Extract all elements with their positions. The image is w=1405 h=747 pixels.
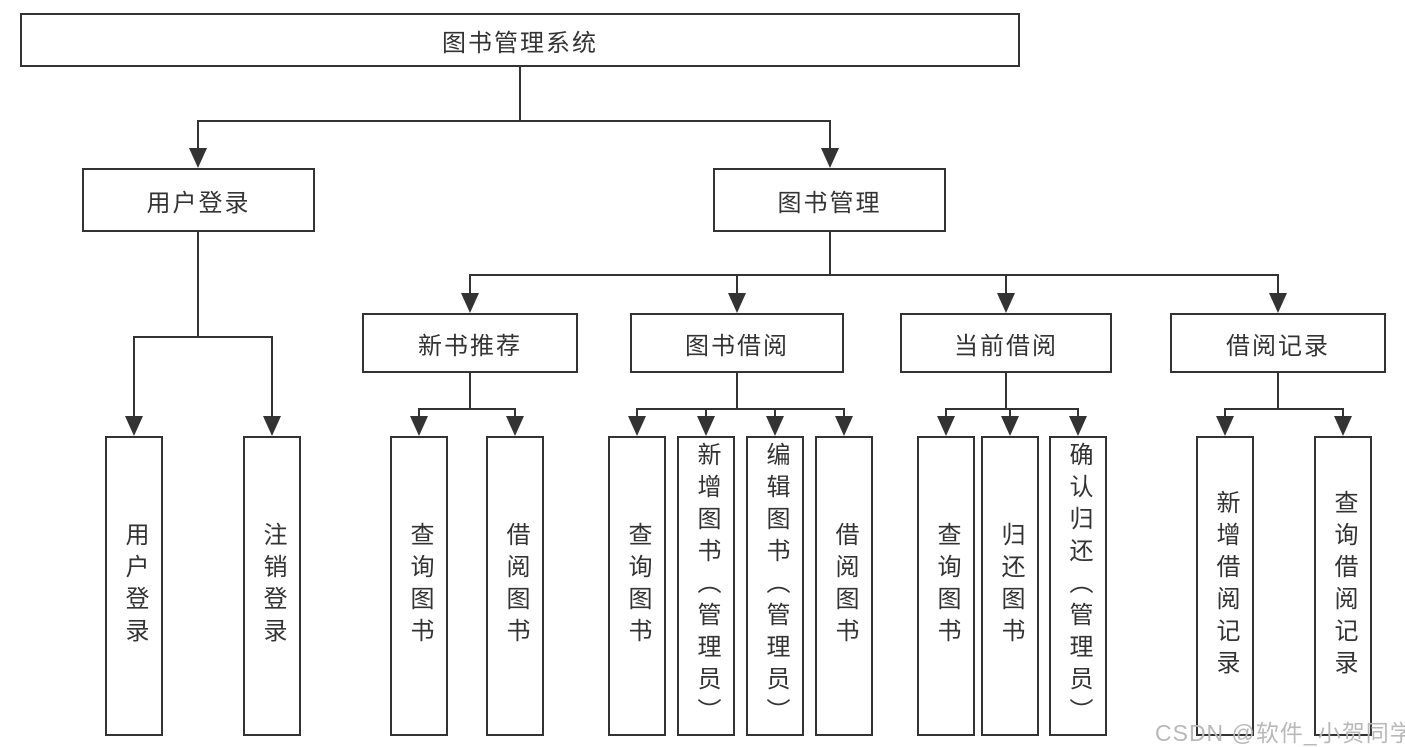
arrow-to-query-borrow-record [1334,408,1352,436]
leaf-borrow-books-borrowing: 借阅图书 [815,436,873,736]
leaf-query-books-borrowing: 查询图书 [608,436,666,736]
connector-user-login-branch [133,336,273,338]
connector-book-borrowing-branch [636,408,845,410]
arrow-to-query-books-current [937,408,955,436]
arrow-to-borrow-books-borrowing [835,408,853,436]
node-current-borrowing: 当前借阅 [900,313,1112,373]
leaf-confirm-return-admin: 确认归还（管理员） [1049,436,1107,736]
arrow-to-return-books [1001,408,1019,436]
connector-book-management-stem [829,232,831,274]
node-new-book-recommend: 新书推荐 [362,313,578,373]
arrow-to-leaf-logout [263,336,281,436]
leaf-edit-books-admin: 编辑图书（管理员） [746,436,804,736]
arrow-to-leaf-user-login [125,336,143,436]
leaf-user-login: 用户登录 [105,436,163,736]
node-book-borrowing: 图书借阅 [630,313,844,373]
arrow-to-user-login [189,120,207,168]
connector-current-borrowing-stem [1005,373,1007,409]
connector-borrowing-records-stem [1277,373,1279,409]
connector-level3-branch [469,274,1279,276]
connector-book-borrowing-stem [736,373,738,409]
arrow-to-current-borrowing [997,274,1015,313]
connector-current-borrowing-branch [945,408,1079,410]
arrow-to-new-book-recommend [461,274,479,313]
arrow-to-add-borrow-record [1216,408,1234,436]
connector-new-book-recommend-branch [418,408,516,410]
arrow-to-add-books-admin [697,408,715,436]
connector-new-book-recommend-stem [469,373,471,409]
arrow-to-query-books-recommend [410,408,428,436]
leaf-add-books-admin: 新增图书（管理员） [677,436,735,736]
leaf-add-borrow-record: 新增借阅记录 [1196,436,1254,736]
arrow-to-query-books-borrowing [628,408,646,436]
connector-user-login-stem [197,232,199,336]
leaf-borrow-books-recommend: 借阅图书 [486,436,544,736]
arrow-to-borrow-books-recommend [506,408,524,436]
leaf-query-borrow-record: 查询借阅记录 [1314,436,1372,736]
arrow-to-book-borrowing [728,274,746,313]
arrow-to-book-management [821,120,839,168]
arrow-to-confirm-return-admin [1069,408,1087,436]
connector-level2-branch [197,120,831,122]
connector-borrowing-records-branch [1224,408,1344,410]
node-book-management: 图书管理 [713,168,946,232]
node-library-management-system: 图书管理系统 [20,13,1020,67]
leaf-logout: 注销登录 [243,436,301,736]
leaf-query-books-recommend: 查询图书 [390,436,448,736]
connector-root-stem [519,67,521,120]
arrow-to-borrowing-records [1269,274,1287,313]
node-borrowing-records: 借阅记录 [1170,313,1386,373]
leaf-query-books-current: 查询图书 [917,436,975,736]
leaf-return-books: 归还图书 [981,436,1039,736]
node-user-login: 用户登录 [82,168,315,232]
arrow-to-edit-books-admin [766,408,784,436]
csdn-watermark: CSDN @软件_小贺同学 [1155,720,1405,746]
